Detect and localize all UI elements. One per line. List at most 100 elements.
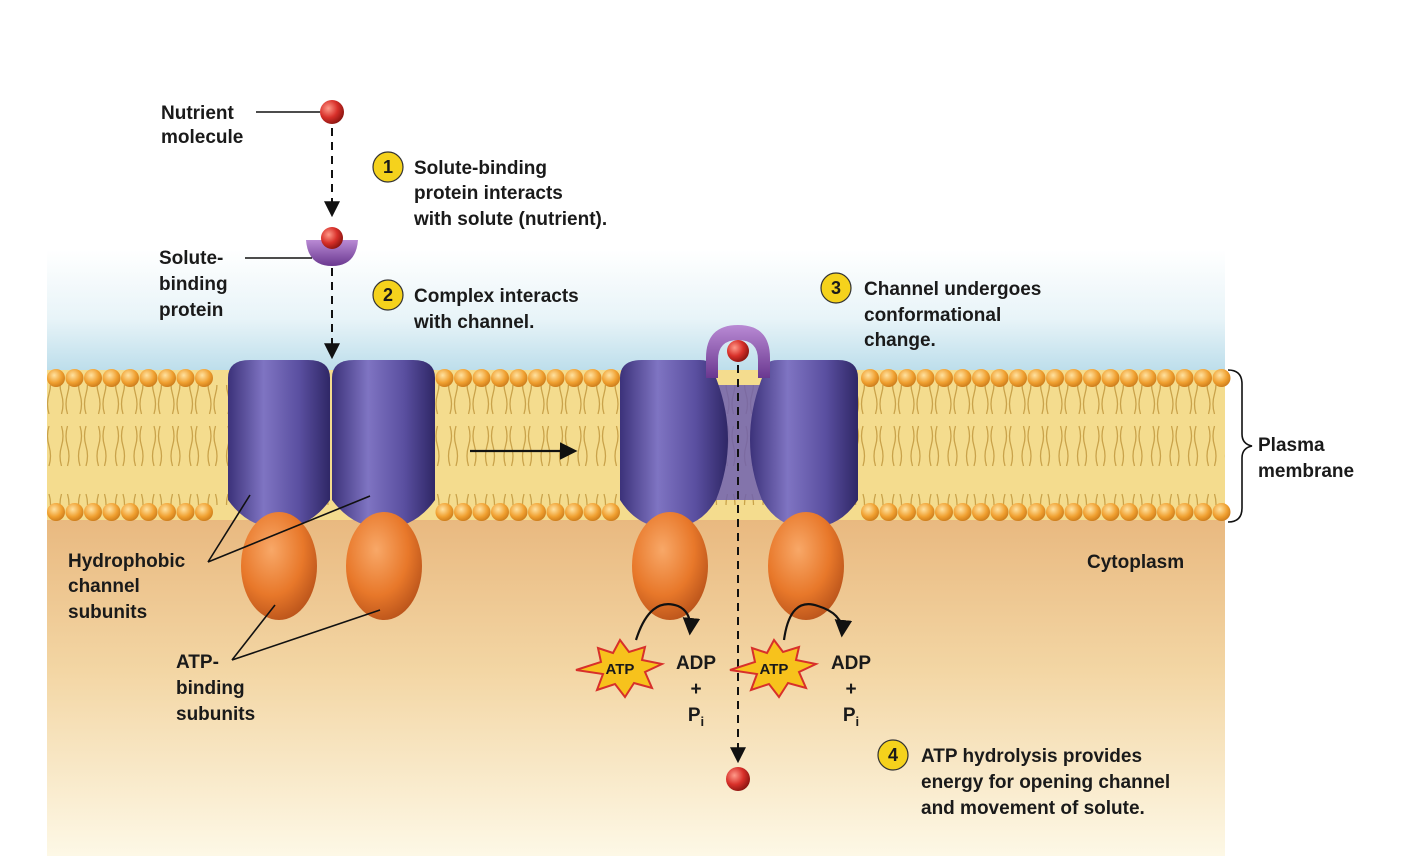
hydrolysis-arrow-a [634,603,701,641]
step-3-line2: conformational [864,305,1001,326]
step-4-number: 4 [888,745,898,765]
phospholipid-head [121,369,139,387]
phospholipid-head [509,369,528,387]
phospholipid-head [47,369,65,387]
hydro-label-line3: subunits [68,602,147,623]
released-solute [726,767,750,791]
phospholipid-head [861,369,879,387]
atp-label-a: ATP [606,661,635,678]
phospholipid-head [176,503,195,521]
phospholipid-head [1138,369,1157,387]
phospholipid-head [602,369,620,387]
phospholipid-head [84,503,102,521]
solute-binding-protein [306,240,358,266]
phospholipid-head [1175,503,1194,521]
phospholipid-head [195,369,213,387]
phospholipid-head [1027,503,1046,521]
step-1-line2: protein interacts [414,183,563,204]
hydro-leader-b [207,495,371,563]
phospholipid-head [861,503,879,521]
sbp-label-line3: protein [159,300,223,321]
step-4-badge [877,739,909,771]
solute-on-binding-protein [321,227,343,249]
phospholipid-head [1175,369,1194,387]
phospholipid-head [65,369,84,387]
atp-binding-subunit-right-b [768,512,844,620]
phospholipid-head [990,369,1009,387]
phospholipid-head [583,369,602,387]
step-3-line1: Channel undergoes [864,279,1041,300]
atpb-label-line3: subunits [176,704,255,725]
phospholipid-head [1101,369,1120,387]
phospholipid-head [879,503,898,521]
phospholipid-head [1009,503,1027,521]
phospholipid-head [583,503,602,521]
step-3-line3: change. [864,330,936,351]
phospholipid-heads-top [47,369,1231,387]
phospholipid-head [491,503,509,521]
phospholipid-head [879,369,898,387]
phospholipid-head [935,369,953,387]
step-1-line3: with solute (nutrient). [413,209,607,230]
phospholipid-head [1194,503,1212,521]
atpb-label-line1: ATP- [176,652,219,673]
step-2-line1: Complex interacts [414,286,579,307]
pi-label-b: Pi [843,705,859,729]
atpb-leader-b [231,609,381,661]
phospholipid-head [546,369,565,387]
cytoplasm-label: Cytoplasm [1087,552,1184,573]
phospholipid-head [1027,369,1046,387]
phospholipid-head [102,503,121,521]
atp-binding-subunit-left-b [346,512,422,620]
sbp-label-line1: Solute- [159,248,223,269]
plasma-membrane-brace [1227,369,1253,523]
phospholipid-head [47,503,65,521]
phospholipid-head [528,369,546,387]
step-2-badge [372,279,404,311]
phospholipid-head [1083,503,1101,521]
plus-a: + [690,679,701,700]
phospholipid-head [953,503,972,521]
phospholipid-head [1046,503,1064,521]
phospholipid-head [1120,503,1138,521]
phospholipid-heads-bottom [47,503,1231,521]
phospholipid-head [916,369,935,387]
phospholipid-head [139,503,158,521]
phospholipid-head [1083,369,1101,387]
phospholipid-head [1064,503,1083,521]
nutrient-label-line2: molecule [161,127,243,148]
atp-label-b: ATP [760,661,789,678]
phospholipid-head [1212,369,1231,387]
nutrient-label-line1: Nutrient [161,103,235,124]
phospholipid-head [990,503,1009,521]
phospholipid-head [898,369,916,387]
right-transporter [620,325,858,620]
atp-hydrolysis-b: ATP ADP + Pi [729,603,871,729]
phospholipid-head [1157,503,1175,521]
phospholipid-head [195,503,213,521]
phospholipid-head [121,503,139,521]
phospholipid-head [972,369,990,387]
phospholipid-head [565,503,583,521]
phospholipid-head [1009,369,1027,387]
step-2-line2: with channel. [413,312,534,333]
hydrophobic-channel-subunit-left-b [332,360,435,528]
phospholipid-head [454,369,472,387]
plus-b: + [845,679,856,700]
phospholipid-head [472,369,491,387]
hydrophobic-channel-subunit-right-b [750,360,858,528]
phospholipid-head [602,503,620,521]
atp-hydrolysis-a: ATP ADP + Pi [575,603,716,729]
step-2: 2 Complex interacts with channel. [372,279,579,333]
atpb-leader-a [231,604,276,661]
phospholipid-head [1194,369,1212,387]
step-3-badge [820,272,852,304]
phospholipid-head [509,503,528,521]
step-1-line1: Solute-binding [414,158,547,179]
plasma-membrane-label-line2: membrane [1258,461,1354,482]
phospholipid-head [898,503,916,521]
step-1-badge [372,151,404,183]
left-transporter [228,360,435,620]
binding-protein-on-channel [706,325,770,378]
